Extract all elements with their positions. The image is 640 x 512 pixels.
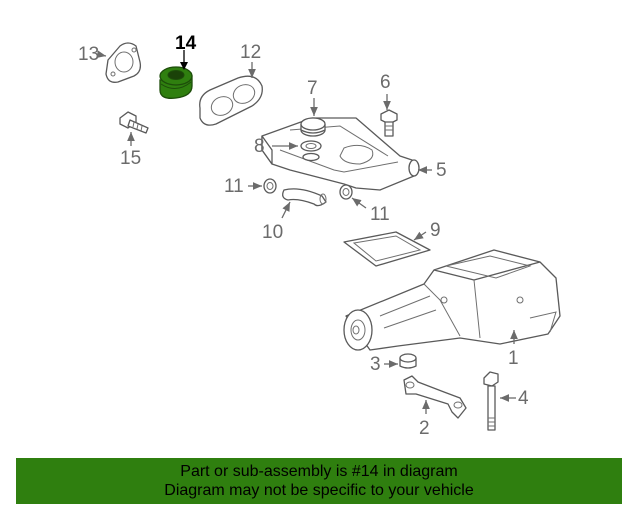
part-6-bolt[interactable] [380, 109, 398, 137]
part-14-seal[interactable] [159, 66, 193, 99]
banner-line-1: Part or sub-assembly is #14 in diagram [180, 463, 458, 480]
arrowhead-14 [180, 62, 188, 70]
part-9-gasket[interactable] [343, 231, 431, 267]
part-4-bolt[interactable] [483, 371, 499, 431]
part-8-oring[interactable] [300, 140, 322, 162]
part-2-bracket[interactable] [403, 375, 467, 419]
leader-9 [413, 231, 427, 241]
banner-line-2: Diagram may not be specific to your vehi… [164, 482, 474, 499]
callout-3[interactable]: 3 [370, 354, 381, 375]
part-1-housing[interactable] [343, 249, 561, 351]
callout-1[interactable]: 1 [508, 348, 519, 369]
part-3-bushing[interactable] [399, 353, 417, 369]
part-11-fitting-left[interactable] [263, 178, 277, 194]
leader-10 [281, 201, 291, 219]
part-12-gasket[interactable] [199, 75, 263, 126]
part-7-cap[interactable] [300, 117, 326, 137]
callout-10[interactable]: 10 [262, 222, 283, 243]
leader-11-right [351, 197, 367, 209]
callout-15[interactable]: 15 [120, 148, 141, 169]
part-5-manifold[interactable] [261, 117, 420, 191]
callout-11-left[interactable]: 11 [224, 176, 244, 197]
callout-2[interactable]: 2 [419, 418, 430, 439]
part-15-bolt[interactable] [119, 111, 149, 134]
callout-11-right[interactable]: 11 [370, 204, 390, 225]
parts-diagram: 13 14 12 15 6 5 [78, 33, 561, 439]
info-banner: Part or sub-assembly is #14 in diagram D… [16, 458, 622, 504]
callout-6[interactable]: 6 [380, 72, 391, 93]
callout-7[interactable]: 7 [307, 78, 318, 99]
part-11-fitting-right[interactable] [339, 184, 353, 200]
leader-13 [95, 50, 107, 59]
callout-4[interactable]: 4 [518, 388, 529, 409]
callout-13[interactable]: 13 [78, 44, 99, 65]
callout-9[interactable]: 9 [430, 220, 441, 241]
part-13-gasket[interactable] [105, 42, 142, 83]
callout-12[interactable]: 12 [240, 42, 261, 63]
callout-8[interactable]: 8 [254, 136, 265, 157]
callout-14[interactable]: 14 [175, 33, 197, 54]
part-10-hose[interactable] [282, 188, 327, 207]
callout-5[interactable]: 5 [436, 160, 447, 181]
